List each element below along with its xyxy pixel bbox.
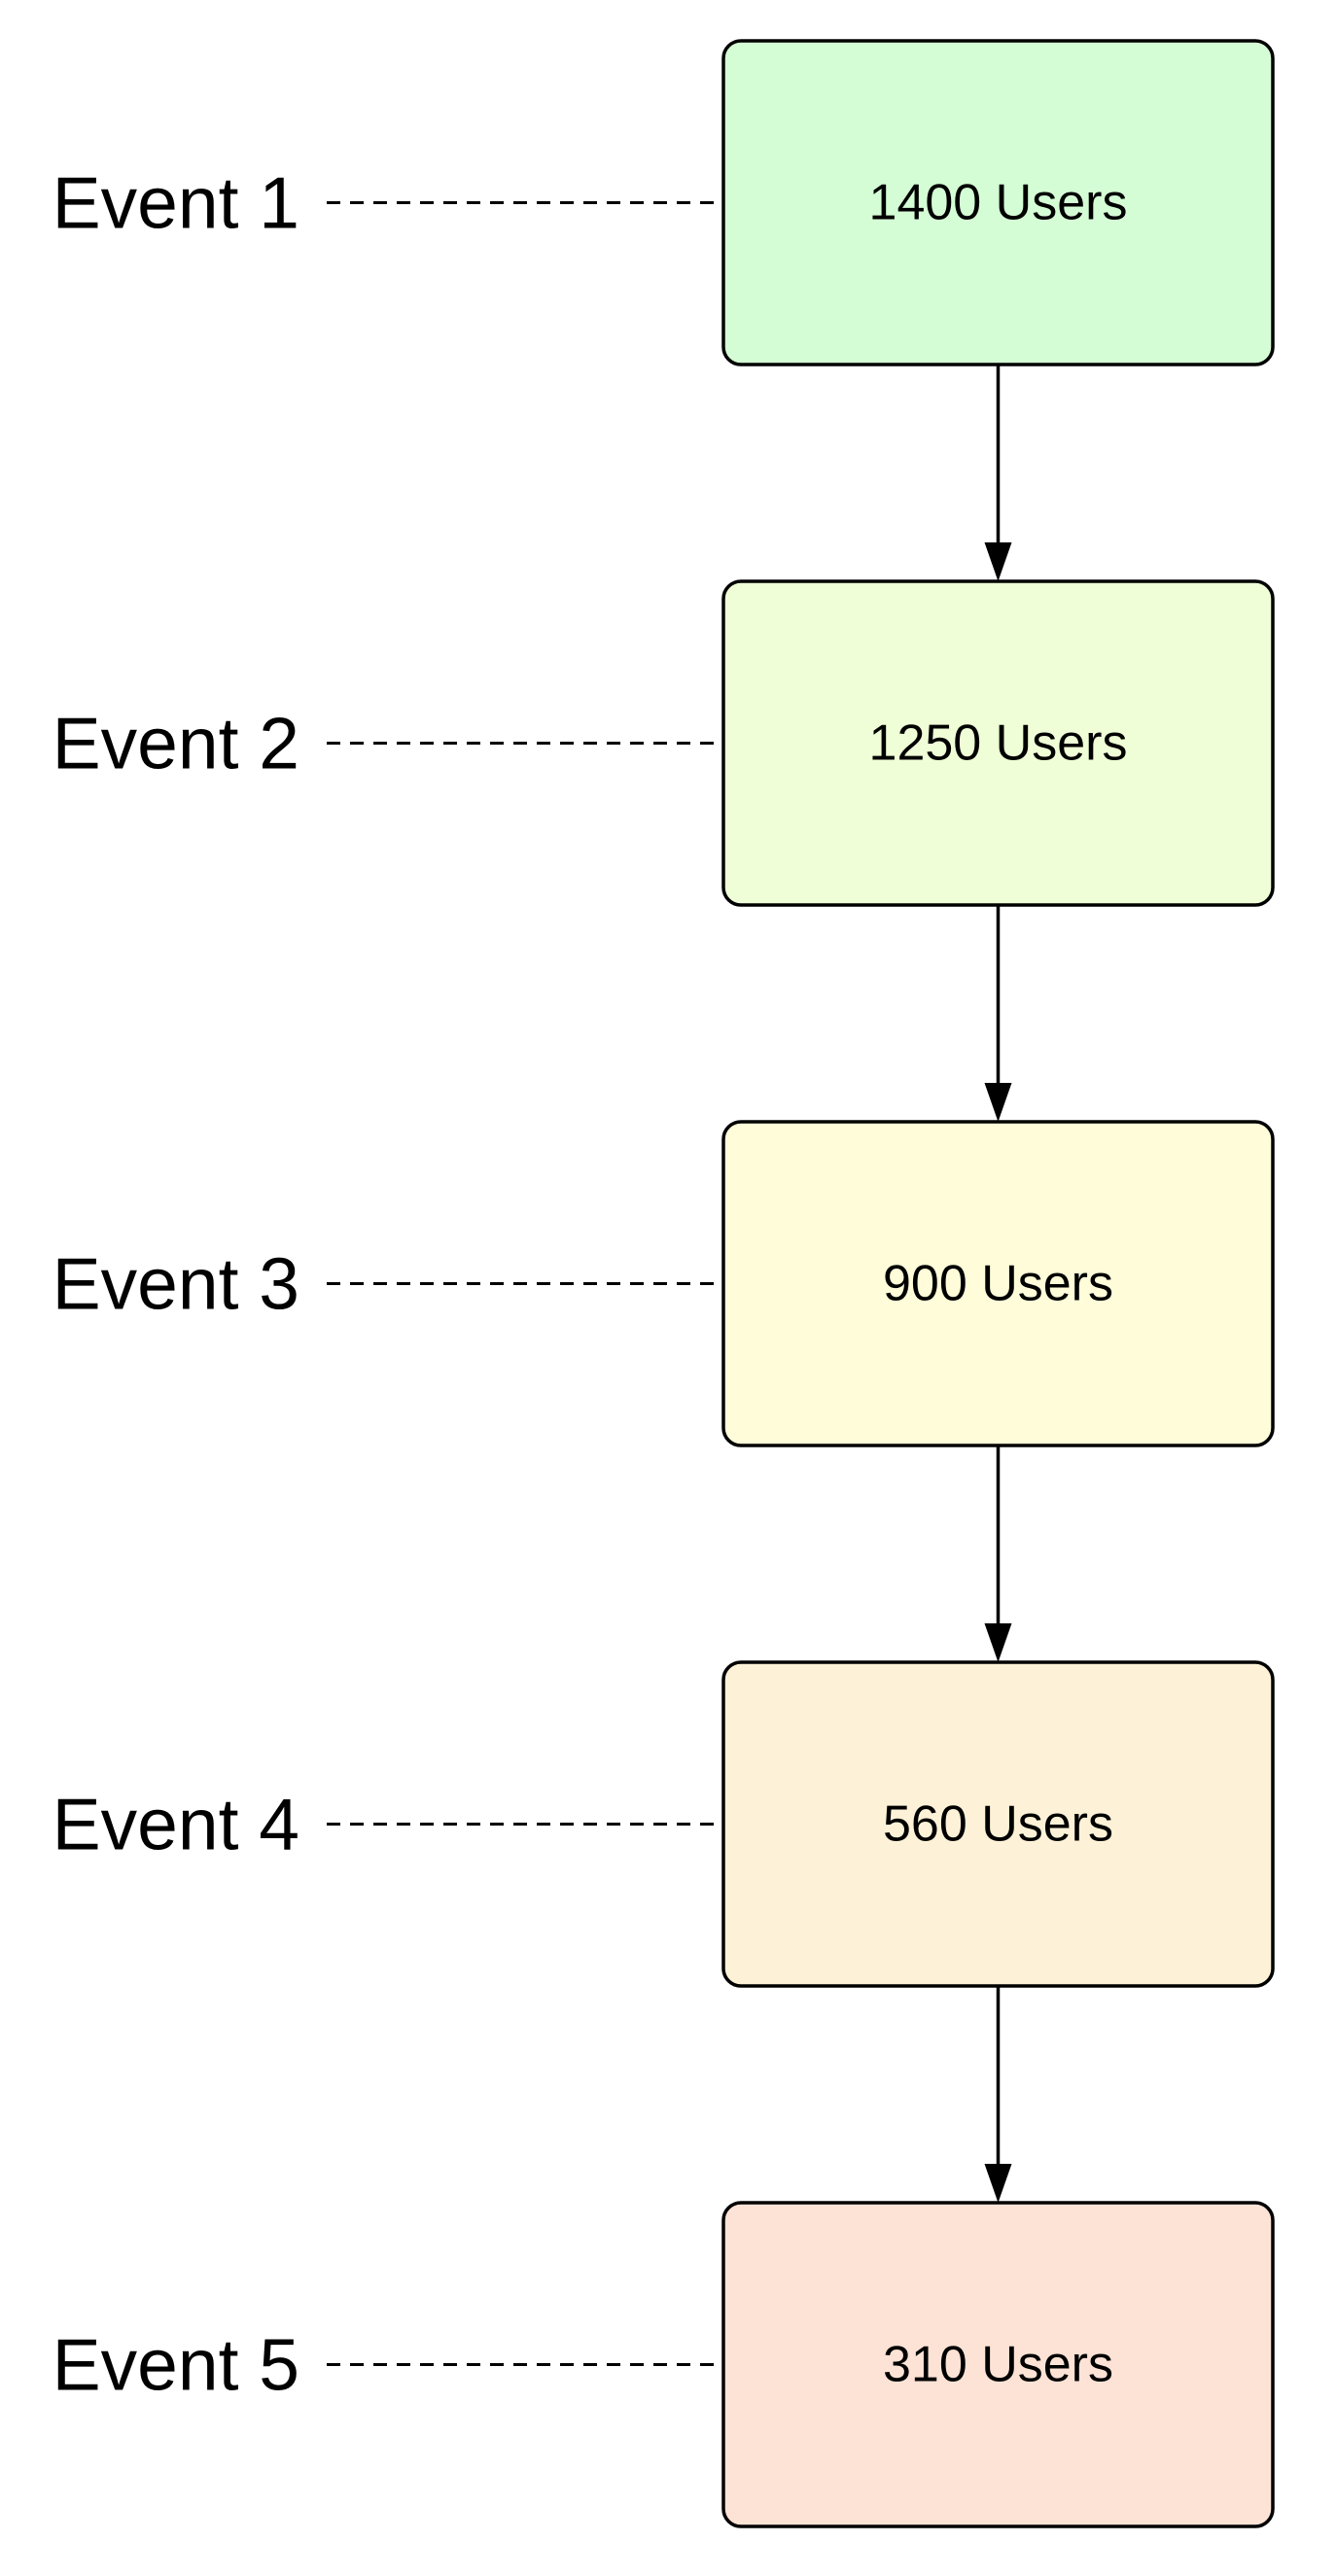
stage-box bbox=[721, 2201, 1275, 2528]
stage-box bbox=[721, 1660, 1275, 1988]
event-label: Event 5 bbox=[53, 2324, 299, 2406]
funnel-stage: Event 1 1400 Users bbox=[53, 39, 1275, 366]
arrow-head-icon bbox=[984, 2164, 1012, 2203]
event-label: Event 2 bbox=[53, 703, 299, 784]
stage-users-label: 900 Users bbox=[883, 1256, 1113, 1312]
arrow-head-icon bbox=[984, 1623, 1012, 1662]
funnel-stage: Event 3 900 Users bbox=[53, 1120, 1275, 1447]
stage-box bbox=[721, 39, 1275, 366]
stage-users-label: 1250 Users bbox=[869, 715, 1128, 772]
funnel-stage: Event 2 1250 Users bbox=[53, 579, 1275, 907]
stage-users-label: 310 Users bbox=[883, 2337, 1113, 2393]
arrow-head-icon bbox=[984, 1083, 1012, 1122]
flow-arrow bbox=[984, 1445, 1012, 1662]
connectors-layer bbox=[984, 365, 1012, 2203]
stage-box bbox=[721, 1120, 1275, 1447]
flow-arrow bbox=[984, 905, 1012, 1122]
stage-users-label: 560 Users bbox=[883, 1796, 1113, 1853]
flow-arrow bbox=[984, 365, 1012, 581]
flow-arrow bbox=[984, 1986, 1012, 2203]
arrow-head-icon bbox=[984, 542, 1012, 581]
stage-users-label: 1400 Users bbox=[869, 175, 1128, 231]
stage-box bbox=[721, 579, 1275, 907]
event-label: Event 3 bbox=[53, 1243, 299, 1325]
event-label: Event 1 bbox=[53, 162, 299, 244]
funnel-stage: Event 4 560 Users bbox=[53, 1660, 1275, 1988]
event-label: Event 4 bbox=[53, 1784, 299, 1865]
funnel-stage: Event 5 310 Users bbox=[53, 2201, 1275, 2528]
